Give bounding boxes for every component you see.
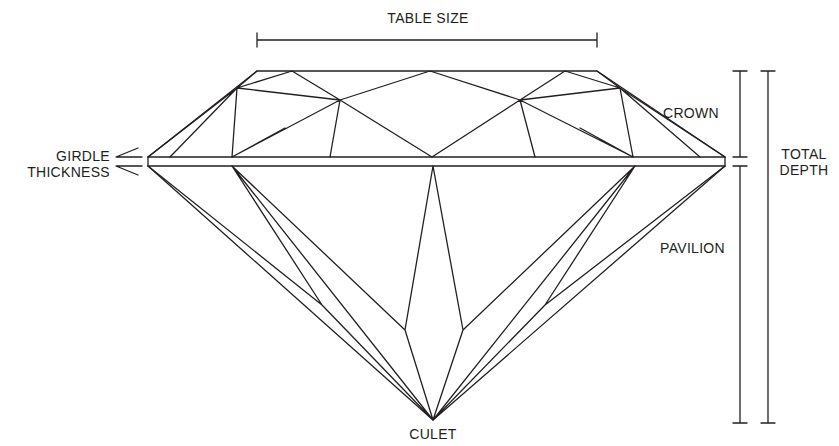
table-size-dimension [257,33,597,47]
girdle-pointer [116,148,142,175]
dimension-label: TOTAL DEPTH [772,146,836,178]
pavilion-bracket [733,166,747,423]
part-label: PAVILION [650,240,735,256]
part-label: CROWN [650,105,732,121]
diamond-outline [148,71,725,420]
crown-bracket [733,71,747,157]
dimension-label: GIRDLE THICKNESS [2,148,110,180]
part-label: CULET [373,426,493,442]
total-depth-bracket [761,71,775,423]
crown-facets [148,71,725,157]
girdle-line [148,157,725,166]
dimension-label: TABLE SIZE [343,10,513,26]
pavilion-facets [148,166,725,420]
